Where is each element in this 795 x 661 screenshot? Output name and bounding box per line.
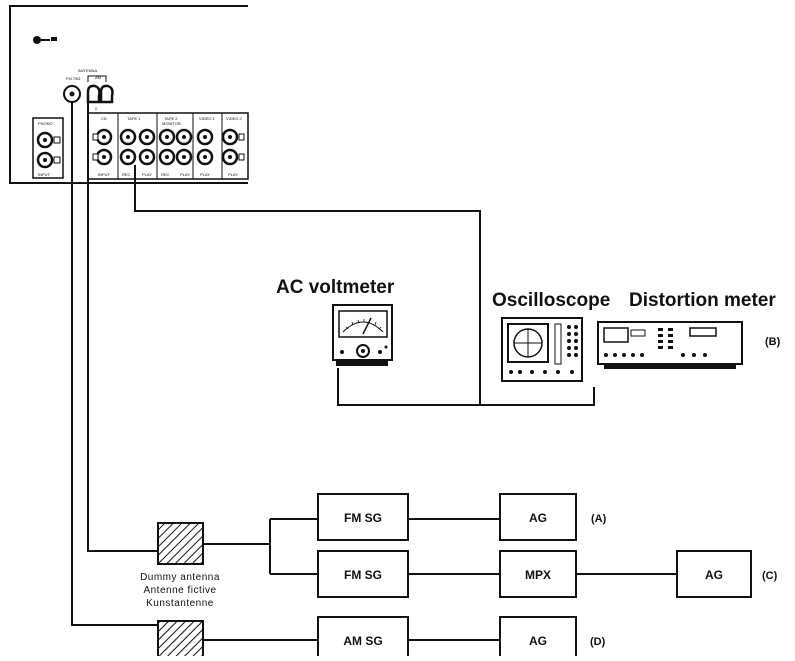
fm-75-label: FM 75Ω [66,76,80,81]
wire-am-antenna [87,102,158,552]
am-antenna-terminal-icon: ⏚ [86,84,114,111]
svg-text:AG: AG [529,511,547,525]
input-jack-bank: CD TAPE 1 TAPE 2 MONITOR VIDEO 1 VIDEO 2… [87,112,249,180]
svg-text:CD: CD [101,116,107,121]
mpx-block: MPX [499,550,577,598]
am-sg-block: AM SG [317,616,409,661]
svg-text:REC: REC [161,172,170,177]
dummy-antenna-label-de: Kunstantenne [146,598,214,609]
receiver-rear-panel: ANTENNA FM 75Ω AM ⏚ PHONO INPUT [9,5,249,184]
svg-text:REC: REC [122,172,131,177]
svg-text:AG: AG [529,634,547,648]
svg-text:PLAY: PLAY [228,172,238,177]
svg-text:INPUT: INPUT [98,172,111,177]
ag-a-block: AG [499,493,577,541]
am-label: AM [95,75,101,80]
wire-instrument-bus [337,368,595,406]
svg-text:PHONO: PHONO [38,121,53,126]
svg-text:MPX: MPX [525,568,551,582]
svg-text:TAPE 1: TAPE 1 [127,116,141,121]
phono-jacks: PHONO INPUT [32,117,64,179]
wire-tape-rec-out [134,165,481,405]
wires [71,102,677,641]
fm-sg-2-block: FM SG [317,550,409,598]
svg-text:AM SG: AM SG [343,634,382,648]
dummy-antenna-fm-icon [157,522,204,565]
svg-text:PLAY: PLAY [180,172,190,177]
svg-text:FM SG: FM SG [344,568,382,582]
ag-d-block: AG [499,616,577,661]
oscilloscope-icon [501,317,583,382]
wire-fm-antenna [71,102,158,626]
svg-text:AG: AG [705,568,723,582]
fm-sg-1-block: FM SG [317,493,409,541]
oscilloscope-label: Oscilloscope [492,290,610,311]
svg-text:⏚: ⏚ [94,105,98,111]
dummy-antenna-label-fr: Antenne fictive [143,585,216,596]
tag-a: (A) [591,513,607,525]
tag-b: (B) [765,336,781,348]
svg-text:INPUT: INPUT [38,172,51,177]
tag-c: (C) [762,570,778,582]
svg-text:PLAY: PLAY [142,172,152,177]
fm-antenna-jack-icon [63,85,81,103]
antenna-label: ANTENNA [78,68,97,73]
svg-text:PLAY: PLAY [200,172,210,177]
tag-d: (D) [590,636,606,648]
svg-text:TAPE 2: TAPE 2 [164,116,178,121]
svg-text:VIDEO 1: VIDEO 1 [199,116,216,121]
ac-voltmeter-icon [332,304,393,366]
svg-text:MONITOR: MONITOR [162,121,181,126]
dummy-antenna-label-en: Dummy antenna [140,572,220,583]
svg-text:VIDEO 2: VIDEO 2 [226,116,243,121]
ac-voltmeter-label: AC voltmeter [276,277,395,298]
dummy-antenna-am-icon [157,620,204,661]
ag-c-block: AG [676,550,752,598]
distortion-meter-icon [597,321,743,369]
ground-terminal-icon [33,36,57,44]
svg-text:FM SG: FM SG [344,511,382,525]
distortion-meter-label: Distortion meter [629,290,776,311]
